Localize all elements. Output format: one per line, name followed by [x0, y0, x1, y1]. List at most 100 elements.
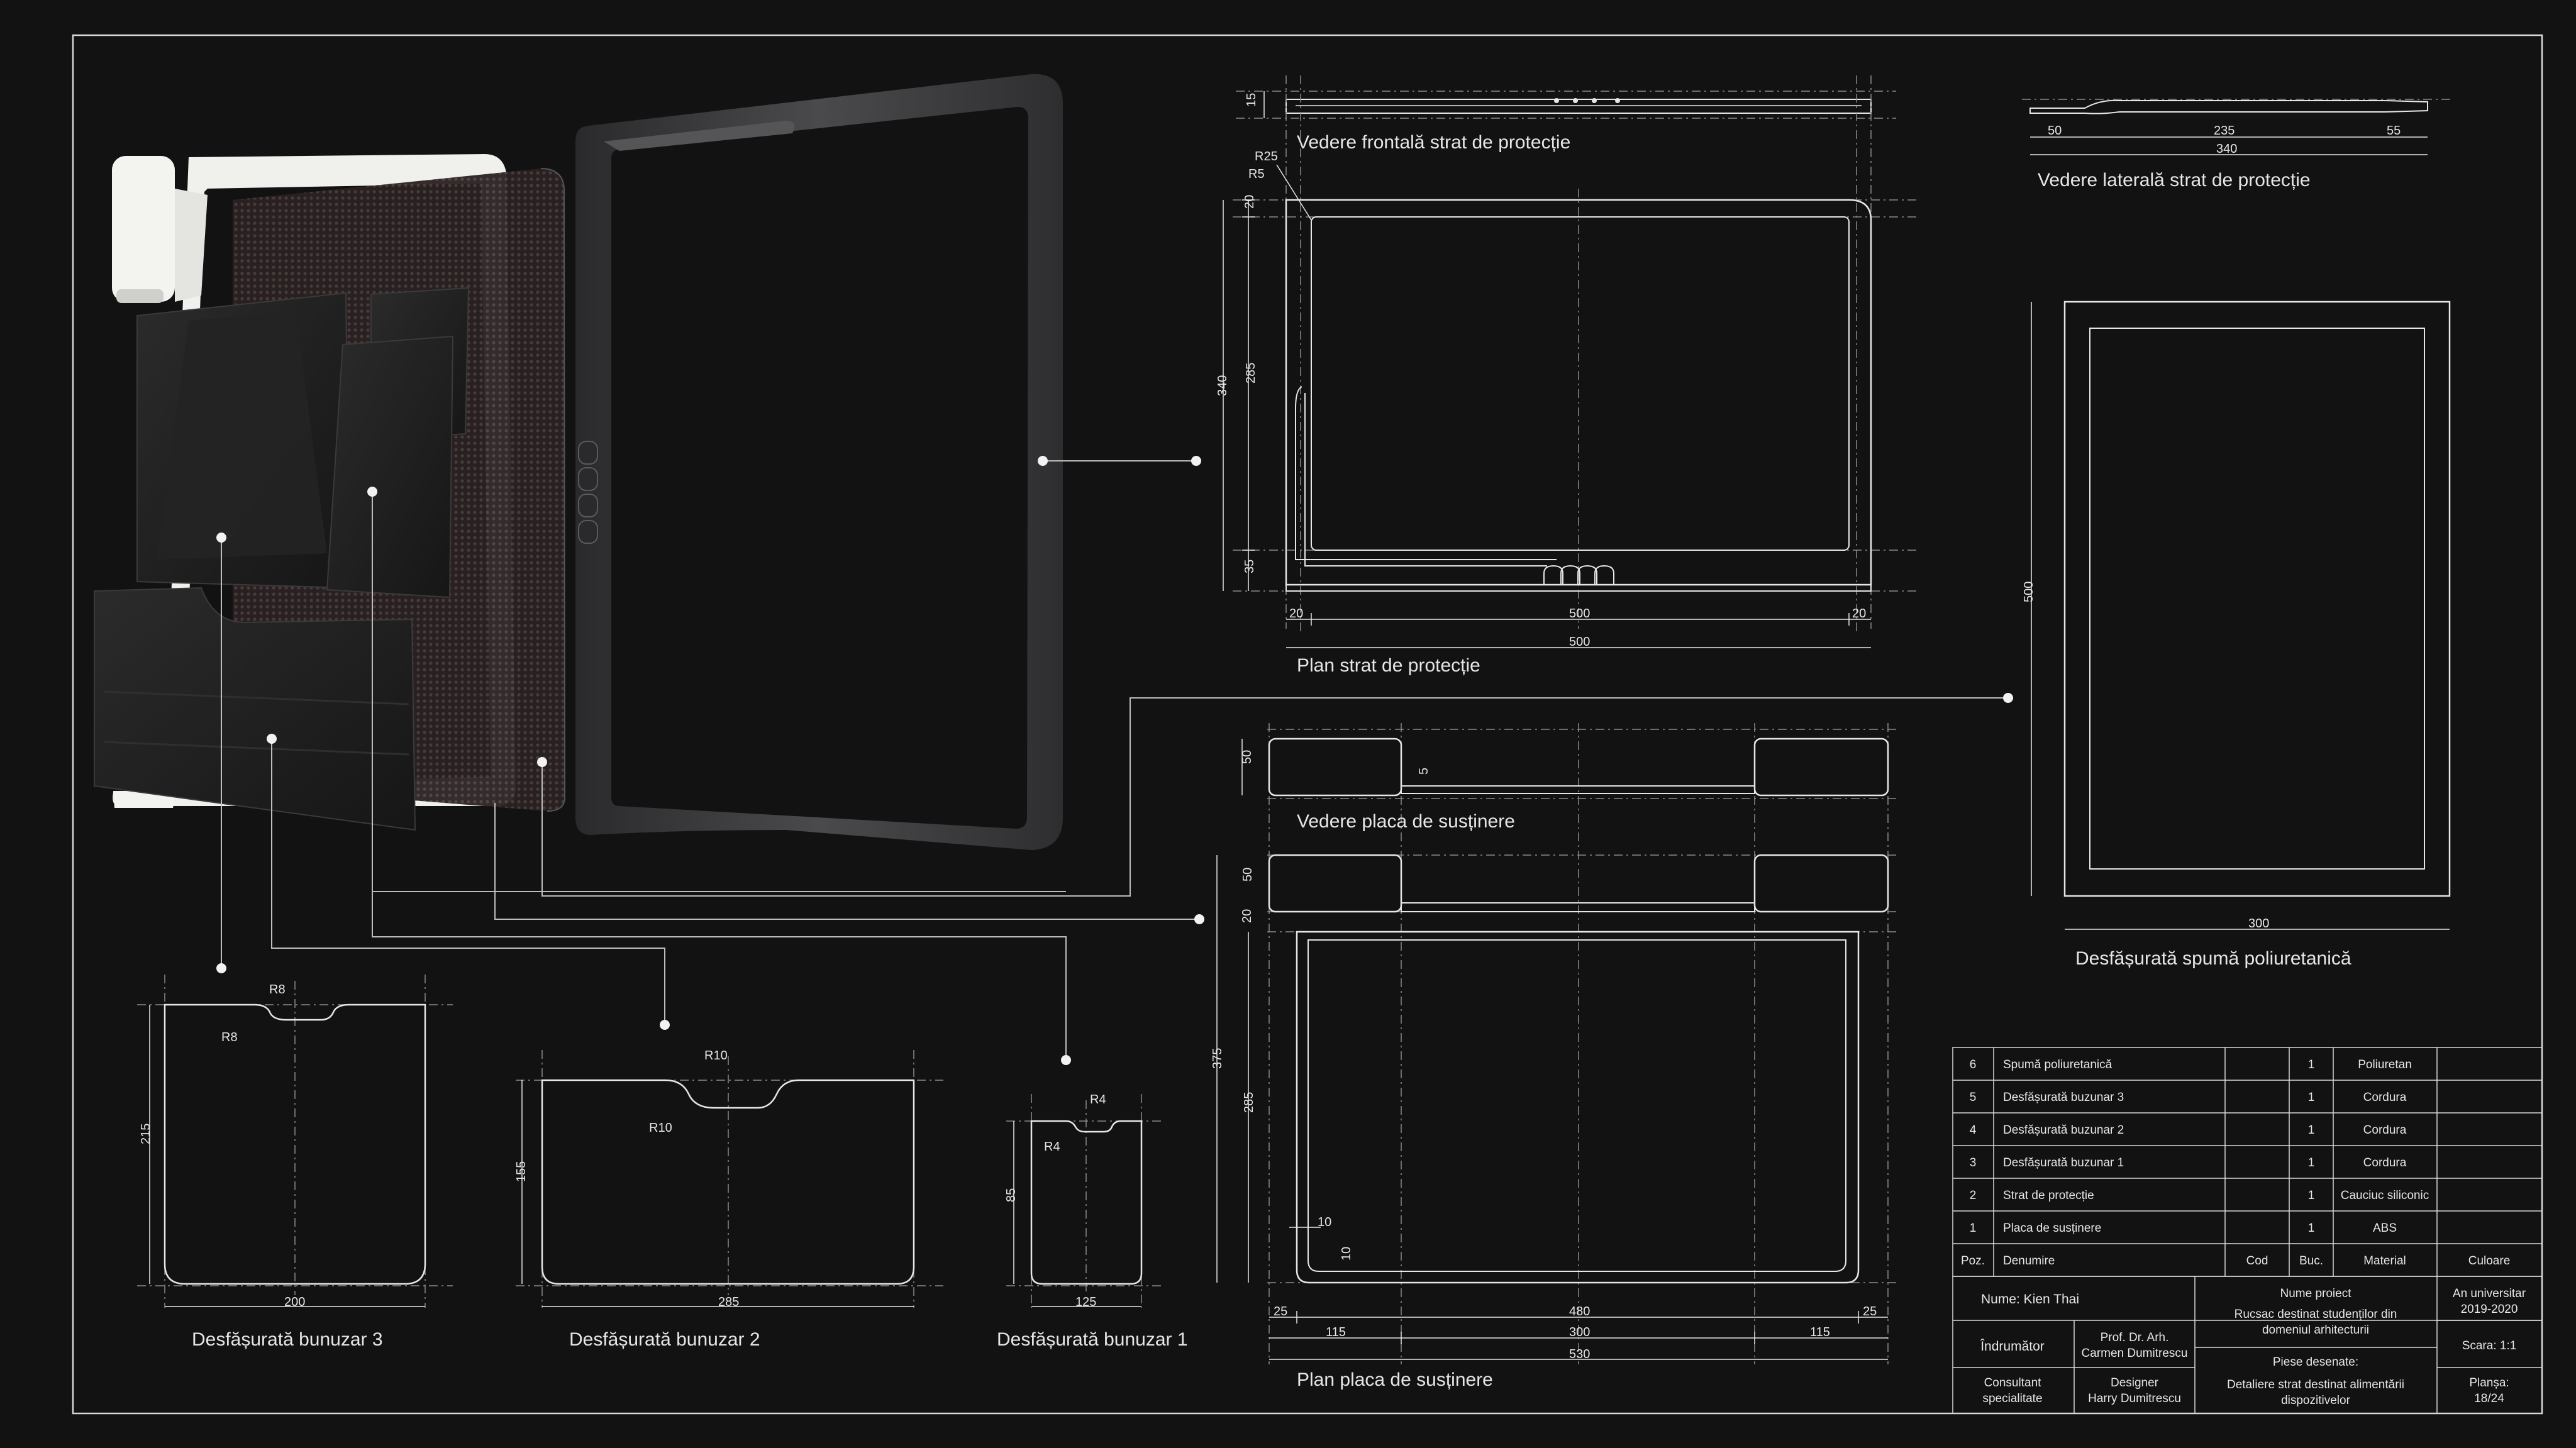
table-cell-poz: 3 [1970, 1156, 1977, 1169]
tb-project-label: Nume proiect [2280, 1287, 2352, 1300]
dim-foam-500: 500 [2022, 582, 2036, 602]
table-cell-material: Cordura [2363, 1091, 2407, 1104]
exploded-render [94, 74, 1063, 850]
leader-lines [221, 460, 2008, 1060]
table-cell-name: Desfășurată buzunar 1 [2003, 1156, 2124, 1169]
tb-drawn-label: Piese desenate: [2273, 1356, 2358, 1369]
tb-project-line2: domeniul arhitecturii [2262, 1324, 2369, 1337]
dim-r5: R5 [1248, 167, 1265, 181]
dim-view-50: 50 [1240, 750, 1254, 764]
dim-plan-s115l: 115 [1326, 1325, 1346, 1339]
tb-name: Nume: Kien Thai [1981, 1292, 2079, 1307]
table-cell-poz: 6 [1970, 1058, 1977, 1071]
tb-drawn-line1: Detaliere strat destinat alimentării [2227, 1378, 2404, 1391]
dim-b1-r4b: R4 [1044, 1140, 1060, 1154]
leader-dots [216, 456, 2013, 1065]
dim-plan-s480: 480 [1569, 1305, 1590, 1318]
dim-b1-85: 85 [1004, 1188, 1018, 1202]
dim-plan-b500b: 500 [1569, 635, 1590, 649]
tb-tutor-label: Îndrumător [1980, 1339, 2045, 1354]
table-header-buc: Buc. [2299, 1254, 2323, 1268]
dim-plan-s25r: 25 [1863, 1305, 1877, 1318]
dim-plan-s10b: 10 [1340, 1247, 1353, 1261]
tb-consult-line1: Consultant [1984, 1376, 2042, 1390]
label-support-plan: Plan placa de susținere [1297, 1369, 1493, 1390]
dim-plan-b20r: 20 [1852, 607, 1866, 621]
title-block: Nume: Kien Thai Nume proiect Rucsac dest… [1952, 1276, 2543, 1414]
pocket2-development: R10 R10 155 285 Desfășurată bunuzar 2 [514, 1049, 943, 1350]
dim-b3-200: 200 [284, 1295, 305, 1309]
table-cell-poz: 1 [1970, 1222, 1977, 1235]
dim-foam-300: 300 [2248, 917, 2269, 931]
table-cell-name: Strat de protecție [2003, 1189, 2094, 1202]
table-cell-buc: 1 [2308, 1124, 2315, 1137]
front-view-protection: 15 Vedere frontală strat de protecție [1236, 91, 1896, 153]
dim-r25: R25 [1255, 150, 1278, 163]
dim-plan-s375: 375 [1211, 1048, 1224, 1069]
label-side-view: Vedere laterală strat de protecție [2038, 170, 2311, 191]
dim-plan-285: 285 [1244, 363, 1258, 384]
dim-plan-b20l: 20 [1289, 607, 1303, 621]
dim-plan-b500: 500 [1569, 607, 1590, 621]
tb-drawn-line2: dispozitivelor [2281, 1394, 2350, 1407]
table-cell-buc: 1 [2308, 1058, 2315, 1071]
tb-project-line1: Rucsac destinat studenților din [2235, 1308, 2397, 1321]
table-cell-name: Desfășurată buzunar 3 [2003, 1091, 2124, 1104]
dim-plan-s300: 300 [1569, 1325, 1590, 1339]
table-cell-material: Poliuretan [2358, 1058, 2412, 1071]
tb-tutor-line2: Carmen Dumitrescu [2082, 1347, 2188, 1360]
table-cell-name: Placa de susținere [2003, 1222, 2101, 1235]
table-cell-name: Spumă poliuretanică [2003, 1058, 2112, 1071]
dim-plan-s50: 50 [1241, 868, 1255, 882]
dim-plan-s115r: 115 [1810, 1325, 1830, 1339]
dim-plan-s20: 20 [1240, 909, 1254, 923]
dim-b3-r8a: R8 [269, 983, 286, 997]
dim-plan-s285: 285 [1242, 1092, 1256, 1113]
dim-side-235: 235 [2214, 124, 2235, 138]
tb-designer-line1: Designer [2111, 1376, 2159, 1390]
dim-b2-r10b: R10 [649, 1121, 672, 1135]
plan-protection: R25 R5 20 340 285 35 20 500 20 500 Plan … [1216, 75, 1918, 676]
pocket3-development: R8 R8 215 200 Desfășurată bunuzar 3 [137, 975, 453, 1350]
table-cell-buc: 1 [2308, 1189, 2315, 1202]
label-foam: Desfășurată spumă poliuretanică [2075, 948, 2351, 969]
tb-scale: Scara: 1:1 [2462, 1339, 2517, 1352]
dim-plan-20: 20 [1243, 195, 1257, 209]
dim-side-340: 340 [2216, 142, 2237, 156]
dim-plan-340: 340 [1216, 375, 1230, 396]
table-cell-buc: 1 [2308, 1091, 2315, 1104]
foam-development: 500 300 Desfășurată spumă poliuretanică [2022, 301, 2451, 969]
table-header-cod: Cod [2246, 1254, 2268, 1268]
sheet-border [72, 34, 2543, 1415]
table-cell-material: Cauciuc siliconic [2341, 1189, 2429, 1202]
table-cell-buc: 1 [2308, 1156, 2315, 1169]
dim-plan-35: 35 [1243, 560, 1257, 573]
pocket1-development: R4 R4 85 125 Desfășurată bunuzar 1 [997, 1093, 1188, 1350]
dim-b2-155: 155 [514, 1161, 528, 1182]
side-view-protection: 50 235 55 340 Vedere laterală strat de p… [2022, 99, 2453, 191]
table-cell-poz: 4 [1970, 1124, 1977, 1137]
support-plate-view: 50 5 Vedere placa de susținere [1240, 723, 1899, 1364]
tb-year: 2019-2020 [2461, 1303, 2518, 1316]
label-pocket3: Desfășurată bunuzar 3 [192, 1329, 383, 1350]
tb-consult-line2: specialitate [1982, 1392, 2042, 1405]
dim-plan-s10a: 10 [1318, 1215, 1331, 1229]
tb-tutor-line1: Prof. Dr. Arh. [2101, 1331, 2169, 1344]
label-pocket2: Desfășurată bunuzar 2 [569, 1329, 760, 1350]
table-header-color: Culoare [2468, 1254, 2511, 1268]
pockets-render [94, 287, 470, 831]
dim-plan-s25l: 25 [1274, 1305, 1287, 1318]
dim-b2-285: 285 [718, 1295, 739, 1309]
label-support-view: Vedere placa de susținere [1297, 811, 1515, 832]
tb-year-label: An universitar [2453, 1287, 2526, 1300]
protection-layer-render [575, 74, 1063, 850]
tb-designer-line2: Harry Dumitrescu [2088, 1392, 2181, 1405]
dim-b2-r10a: R10 [704, 1049, 728, 1063]
label-plan-protection: Plan strat de protecție [1297, 655, 1480, 676]
dim-b1-r4a: R4 [1090, 1093, 1106, 1107]
table-cell-buc: 1 [2308, 1222, 2315, 1235]
table-header-name: Denumire [2003, 1254, 2055, 1268]
dim-b1-125: 125 [1075, 1295, 1096, 1309]
table-cell-poz: 2 [1970, 1189, 1977, 1202]
dim-side-55: 55 [2387, 124, 2401, 138]
